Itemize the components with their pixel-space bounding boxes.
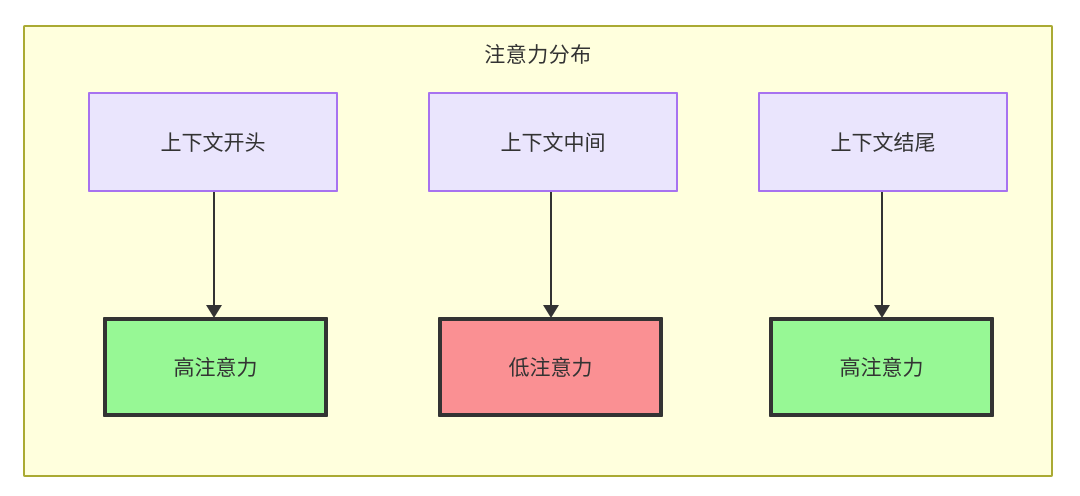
node-label: 上下文结尾 <box>830 132 936 155</box>
node-label: 上下文中间 <box>500 132 606 155</box>
node-high-attention-start[interactable]: 高注意力 <box>103 317 328 417</box>
node-label: 高注意力 <box>173 357 258 380</box>
node-context-end[interactable]: 上下文结尾 <box>758 92 1008 192</box>
node-low-attention-middle[interactable]: 低注意力 <box>438 317 663 417</box>
node-label: 低注意力 <box>508 357 593 380</box>
subgraph-title: 注意力分布 <box>484 44 592 67</box>
node-high-attention-end[interactable]: 高注意力 <box>769 317 994 417</box>
node-context-start[interactable]: 上下文开头 <box>88 92 338 192</box>
node-context-middle[interactable]: 上下文中间 <box>428 92 678 192</box>
node-label: 高注意力 <box>839 357 924 380</box>
node-label: 上下文开头 <box>160 132 266 155</box>
